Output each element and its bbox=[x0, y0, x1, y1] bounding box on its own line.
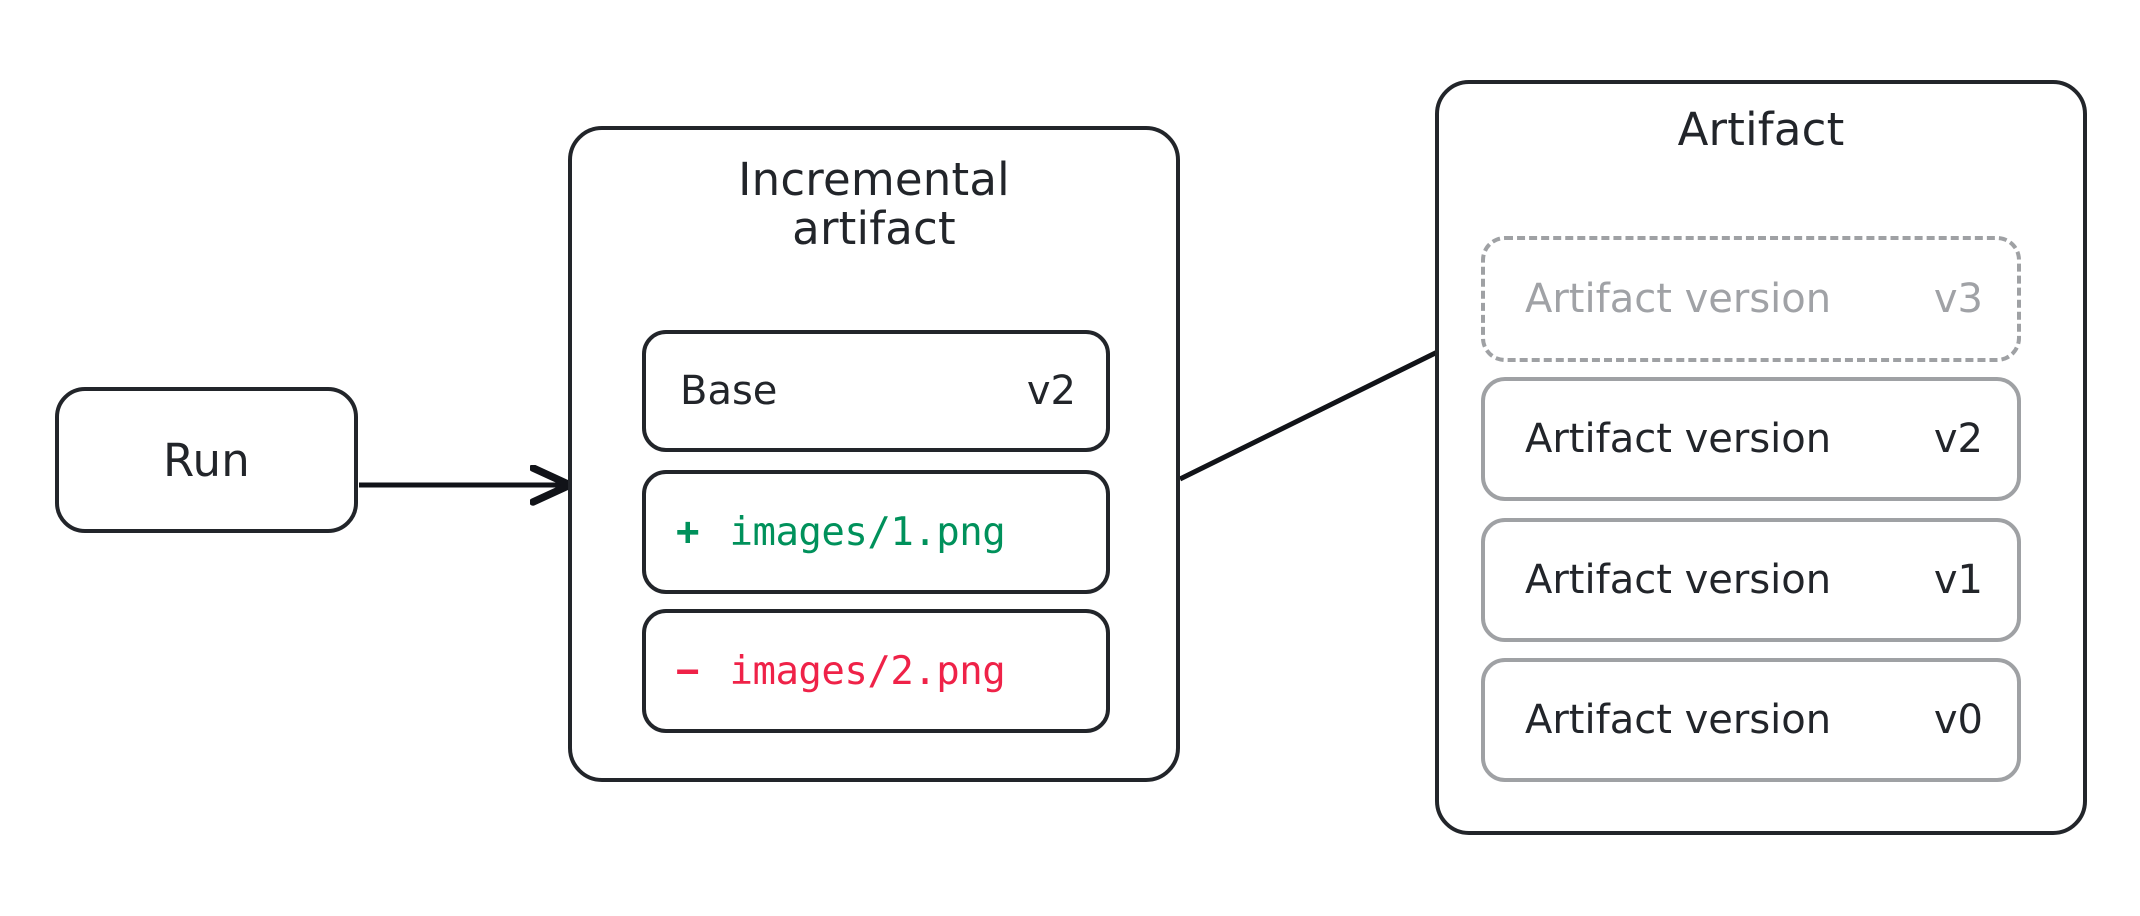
run-node[interactable]: Run bbox=[55, 387, 358, 533]
artifact-version-value-v2: v2 bbox=[1933, 416, 1983, 462]
incremental-artifact-title-line-2: artifact bbox=[792, 201, 956, 255]
artifact-node[interactable]: Artifact Artifact version v3 Artifact ve… bbox=[1435, 80, 2087, 835]
artifact-version-label-v0: Artifact version bbox=[1525, 697, 1832, 743]
incremental-base-version: v2 bbox=[1026, 368, 1076, 414]
artifact-version-row-v2[interactable]: Artifact version v2 bbox=[1481, 377, 2021, 501]
incremental-artifact-title-line-1: Incremental bbox=[738, 153, 1010, 206]
artifact-version-row-v1[interactable]: Artifact version v1 bbox=[1481, 518, 2021, 642]
incremental-base-label: Base bbox=[680, 368, 778, 414]
artifact-version-row-v3[interactable]: Artifact version v3 bbox=[1481, 236, 2021, 362]
artifact-version-label-v2: Artifact version bbox=[1525, 416, 1832, 462]
artifact-version-value-v3: v3 bbox=[1933, 276, 1983, 322]
artifact-version-value-v1: v1 bbox=[1933, 557, 1983, 603]
incremental-artifact-title: Incremental artifact bbox=[572, 153, 1176, 255]
artifact-version-label-v3: Artifact version bbox=[1525, 276, 1832, 322]
incremental-change-row-added[interactable]: + images/1.png bbox=[642, 470, 1110, 594]
incremental-artifact-node[interactable]: Incremental artifact Base v2 + images/1.… bbox=[568, 126, 1180, 782]
incremental-change-row-removed[interactable]: − images/2.png bbox=[642, 609, 1110, 733]
edge-incremental-to-artifact-v3 bbox=[1178, 332, 1478, 482]
incremental-change-path-added: images/1.png bbox=[729, 509, 1006, 555]
run-label: Run bbox=[163, 433, 250, 487]
plus-icon: + bbox=[676, 509, 700, 555]
artifact-version-value-v0: v0 bbox=[1933, 697, 1983, 743]
incremental-base-row[interactable]: Base v2 bbox=[642, 330, 1110, 452]
artifact-title: Artifact bbox=[1677, 103, 1845, 156]
artifact-version-label-v1: Artifact version bbox=[1525, 557, 1832, 603]
artifact-version-row-v0[interactable]: Artifact version v0 bbox=[1481, 658, 2021, 782]
incremental-change-path-removed: images/2.png bbox=[729, 648, 1006, 694]
minus-icon: − bbox=[676, 648, 700, 694]
